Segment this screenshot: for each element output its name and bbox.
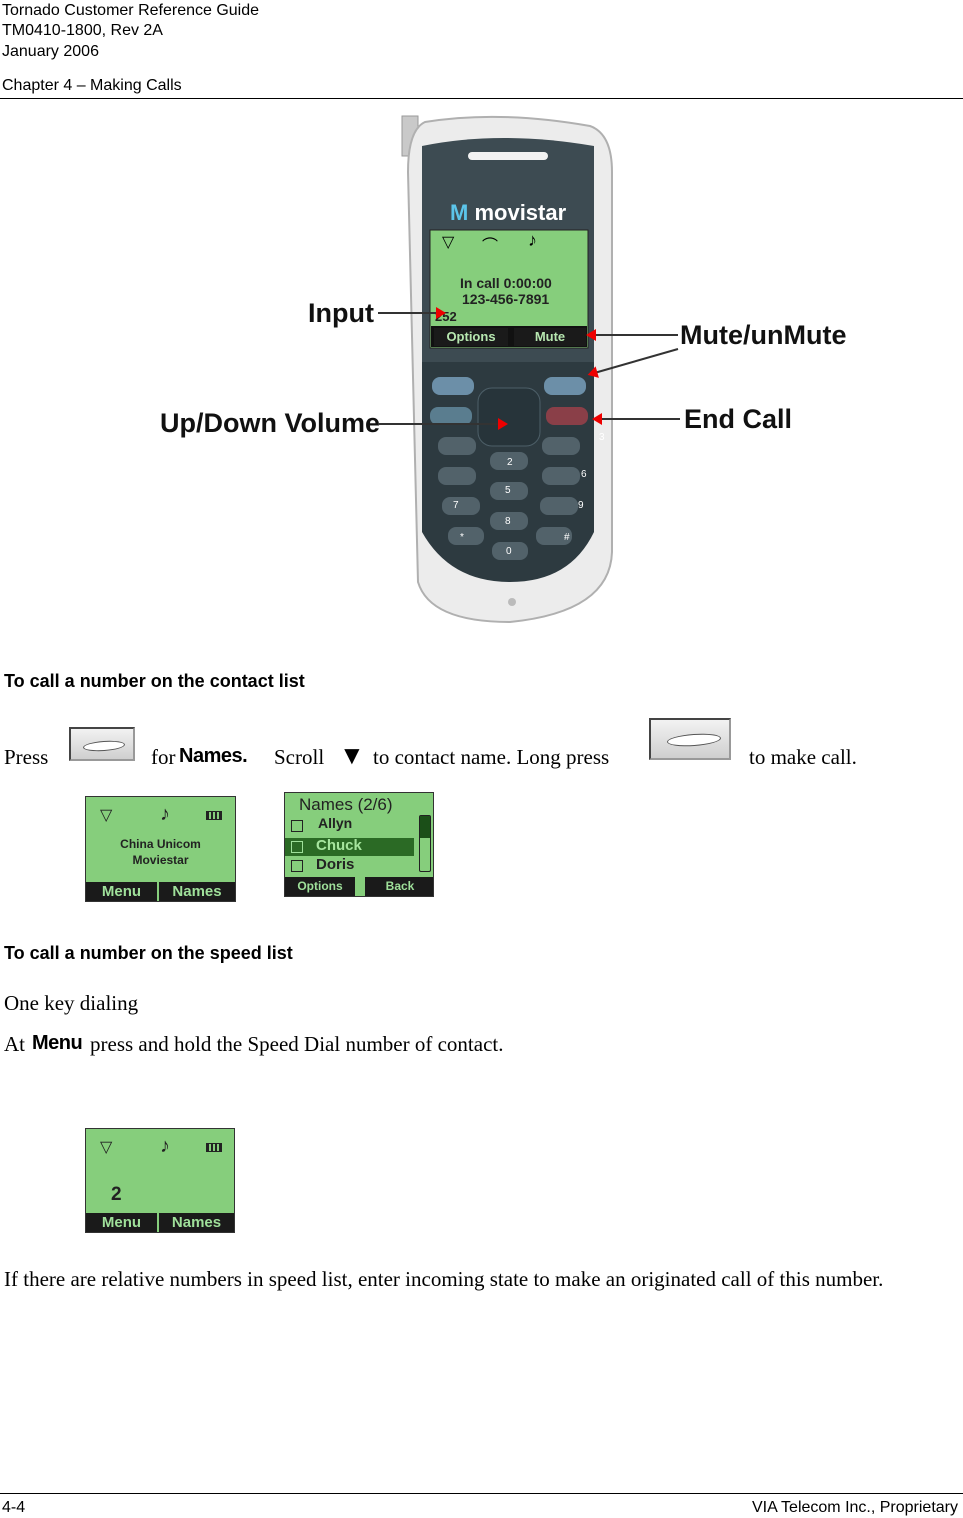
handset-icon: ⌒ — [482, 238, 499, 255]
doc-title: Tornado Customer Reference Guide — [2, 2, 260, 19]
label-end-call: End Call — [684, 404, 793, 434]
to-make-text: to make call. — [749, 745, 857, 769]
to-contact-text: to contact name. Long press — [373, 745, 610, 769]
arrow-end-call — [594, 418, 680, 420]
idle-screen: ▽ ♪ China Unicom Moviestar Menu Names — [85, 796, 236, 902]
label-volume: Up/Down Volume — [160, 408, 380, 438]
softkey-names[interactable]: Names — [159, 1213, 234, 1232]
list-selection — [285, 838, 414, 856]
signal-icon: ▽ — [100, 1139, 113, 1156]
softkey-options[interactable]: Options — [285, 877, 355, 896]
list-item[interactable]: Doris — [316, 856, 355, 873]
chapter-title: Chapter 4 – Making Calls — [2, 77, 182, 94]
call-number: 123-456-7891 — [462, 291, 550, 307]
contact-card-icon — [291, 820, 303, 832]
header-rule — [0, 98, 963, 99]
menu-keyword: Menu — [32, 1032, 83, 1054]
scrollbar-thumb[interactable] — [420, 816, 430, 838]
speed-paragraph: If there are relative numbers in speed l… — [4, 1267, 884, 1291]
softkey-options[interactable]: Options — [434, 328, 508, 346]
brand-name: movistar — [474, 200, 567, 225]
speed-dial-screen: ▽ ♪ 2 Menu Names — [85, 1128, 235, 1233]
press-text: Press — [4, 745, 49, 769]
ringer-note-icon: ♪ — [528, 230, 537, 250]
arrow-mute — [588, 334, 678, 336]
arrow-volume — [378, 418, 508, 430]
at-text: At — [4, 1032, 25, 1056]
one-key-dialing: One key dialing — [4, 991, 139, 1015]
label-input: Input — [308, 298, 374, 328]
speed-instruction: press and hold the Speed Dial number of … — [90, 1032, 504, 1056]
key-2[interactable]: 2 — [507, 457, 513, 468]
key-8[interactable]: 8 — [505, 516, 511, 527]
footer-rule — [0, 1493, 963, 1494]
right-softkey-button[interactable] — [69, 727, 135, 761]
scroll-down-icon: ▼ — [339, 740, 365, 770]
label-mute: Mute/unMute — [680, 320, 847, 350]
list-item[interactable]: Chuck — [316, 837, 362, 854]
key-0[interactable]: 0 — [506, 546, 512, 557]
scroll-text: Scroll — [274, 745, 325, 769]
softkey-menu[interactable]: Menu — [86, 882, 157, 901]
for-text: for — [151, 745, 176, 769]
brand-logo: M movistar — [450, 200, 566, 226]
movistar-m-icon: M — [450, 200, 469, 225]
key-7[interactable]: 7 — [453, 500, 459, 511]
key-star[interactable]: * — [460, 532, 464, 543]
company-notice: VIA Telecom Inc., Proprietary — [751, 1499, 958, 1516]
names-title: Names (2/6) — [299, 795, 393, 814]
key-9[interactable]: 9 — [578, 500, 584, 511]
key-6[interactable]: 6 — [581, 469, 587, 480]
names-screen: Names (2/6) Allyn Chuck Doris Options Ba… — [284, 792, 434, 897]
arrow-input — [378, 307, 446, 319]
names-keyword: Names. — [179, 745, 248, 767]
carrier-name: China Unicom — [120, 837, 201, 851]
key-3[interactable]: 3 — [599, 432, 605, 443]
contact-list-heading: To call a number on the contact list — [4, 671, 305, 691]
list-item[interactable]: Allyn — [318, 815, 353, 831]
send-blade-icon — [666, 732, 722, 748]
phone-illustration — [401, 115, 613, 624]
battery-icon — [206, 811, 222, 820]
phone-figure: M movistar ▽ ⌒ ♪ In call 0:00:00 123-456… — [150, 112, 850, 627]
network-name: Moviestar — [132, 853, 189, 867]
softkey-back[interactable]: Back — [365, 877, 433, 896]
signal-icon: ▽ — [442, 234, 455, 251]
doc-number: TM0410-1800, Rev 2A — [2, 22, 163, 39]
doc-date: January 2006 — [2, 43, 99, 60]
ringer-note-icon: ♪ — [160, 1135, 170, 1157]
key-5[interactable]: 5 — [505, 485, 511, 496]
softkey-blade-icon — [82, 739, 126, 753]
scrollbar[interactable] — [419, 815, 431, 872]
signal-icon: ▽ — [100, 807, 113, 824]
contact-card-icon — [291, 860, 303, 872]
key-hash[interactable]: # — [564, 532, 570, 543]
softkey-menu[interactable]: Menu — [86, 1213, 157, 1232]
speed-list-heading: To call a number on the speed list — [4, 943, 293, 963]
send-button[interactable] — [649, 718, 731, 760]
softkey-mute[interactable]: Mute — [514, 328, 586, 346]
ringer-note-icon: ♪ — [160, 803, 170, 825]
contact-card-icon — [291, 841, 303, 853]
speed-dial-digit: 2 — [111, 1184, 122, 1205]
page-number: 4-4 — [2, 1499, 26, 1516]
call-status: In call 0:00:00 — [460, 275, 552, 291]
softkey-names[interactable]: Names — [159, 882, 235, 901]
battery-icon — [206, 1143, 222, 1152]
